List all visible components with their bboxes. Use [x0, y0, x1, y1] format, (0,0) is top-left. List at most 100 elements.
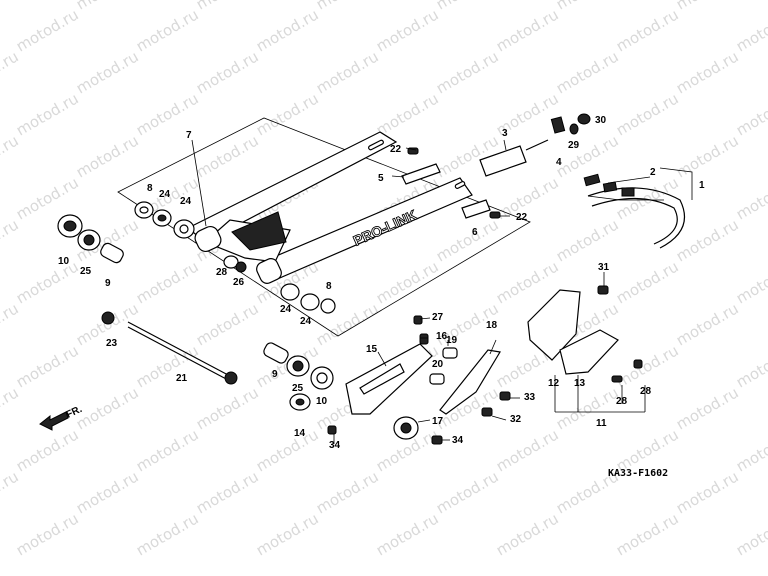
- watermark-text-3: motod.ru: [313, 0, 382, 13]
- callout-23: 23: [106, 338, 118, 349]
- watermark-text-75: motod.ru: [553, 383, 622, 433]
- callout-10b: 10: [316, 396, 328, 407]
- watermark-text-8: motod.ru: [133, 5, 202, 55]
- callout-9a: 9: [105, 278, 111, 289]
- watermark-text-71: motod.ru: [73, 383, 142, 433]
- callout-28b: 28: [616, 396, 628, 407]
- watermark-text-28: motod.ru: [0, 131, 22, 181]
- pivot-bolt: [101, 311, 238, 385]
- watermark-text-50: motod.ru: [133, 257, 202, 307]
- callout-labels: 1 2 3 4 5 6 7 8 8 9 9 10 10 11 12 13 14 …: [58, 115, 705, 451]
- callout-25b: 25: [292, 383, 304, 394]
- watermark-text-4: motod.ru: [433, 0, 502, 13]
- callout-24d: 24: [300, 316, 312, 327]
- watermark-text-20: motod.ru: [673, 47, 742, 97]
- watermark-text-54: motod.ru: [613, 257, 682, 307]
- callout-22a: 22: [390, 144, 402, 155]
- callout-12: 12: [548, 378, 560, 389]
- callout-18: 18: [486, 320, 498, 331]
- watermark-text-41: motod.ru: [733, 173, 768, 223]
- watermark-text-64: motod.ru: [133, 341, 202, 391]
- watermark-text-0: motod.ru: [0, 0, 22, 13]
- watermark-text-6: motod.ru: [673, 0, 742, 13]
- watermark-text-27: motod.ru: [733, 89, 768, 139]
- watermark-text-30: motod.ru: [193, 131, 262, 181]
- watermark-text-18: motod.ru: [433, 47, 502, 97]
- watermark-text-62: motod.ru: [673, 299, 742, 349]
- callout-31: 31: [598, 262, 610, 273]
- left-bearing-set: [57, 214, 124, 264]
- callout-21: 21: [176, 373, 188, 384]
- watermark-text-2: motod.ru: [193, 0, 262, 13]
- watermark-text-56: motod.ru: [0, 299, 22, 349]
- callout-34a: 34: [329, 440, 341, 451]
- callout-34b: 34: [452, 435, 464, 446]
- callout-11: 11: [596, 418, 607, 429]
- watermark-text-70: motod.ru: [0, 383, 22, 433]
- watermark-text-97: motod.ru: [733, 509, 768, 559]
- watermark-text-77: motod.ru: [13, 425, 82, 475]
- watermark-text-91: motod.ru: [13, 509, 82, 559]
- watermark-text-81: motod.ru: [493, 425, 562, 475]
- callout-1: 1: [699, 180, 705, 191]
- callout-8b: 8: [326, 281, 332, 292]
- diagram-code: KA33-F1602: [608, 468, 668, 479]
- callout-14: 14: [294, 428, 306, 439]
- watermark-text-24: motod.ru: [373, 89, 442, 139]
- callout-13: 13: [574, 378, 586, 389]
- watermark-text-94: motod.ru: [373, 509, 442, 559]
- watermark-text-21: motod.ru: [13, 89, 82, 139]
- callout-19: 19: [446, 335, 458, 346]
- callout-32: 32: [510, 414, 522, 425]
- watermark-text-12: motod.ru: [613, 5, 682, 55]
- callout-4: 4: [556, 157, 562, 168]
- watermark-text-52: motod.ru: [373, 257, 442, 307]
- watermark-text-55: motod.ru: [733, 257, 768, 307]
- watermark-text-93: motod.ru: [253, 509, 322, 559]
- watermark-text-47: motod.ru: [553, 215, 622, 265]
- callout-7: 7: [186, 130, 192, 141]
- callout-33: 33: [524, 392, 536, 403]
- watermark-text-33: motod.ru: [553, 131, 622, 181]
- watermark-text-68: motod.ru: [613, 341, 682, 391]
- callout-24a: 24: [159, 189, 171, 200]
- chain-adjuster: [479, 113, 591, 177]
- watermark-text-13: motod.ru: [733, 5, 768, 55]
- watermark-text-87: motod.ru: [313, 467, 382, 517]
- callout-26: 26: [233, 277, 245, 288]
- watermark-text-63: motod.ru: [13, 341, 82, 391]
- callout-20: 20: [432, 359, 444, 370]
- leader-lines: [191, 139, 693, 444]
- pivot-left-parts: [134, 201, 336, 314]
- callout-28c: 28: [640, 386, 652, 397]
- watermark-text-92: motod.ru: [133, 509, 202, 559]
- callout-9b: 9: [272, 369, 278, 380]
- callout-8a: 8: [147, 183, 153, 194]
- callout-15: 15: [366, 344, 378, 355]
- watermark-text-76: motod.ru: [673, 383, 742, 433]
- watermark-text-78: motod.ru: [133, 425, 202, 475]
- watermark-text-34: motod.ru: [673, 131, 742, 181]
- callout-10a: 10: [58, 256, 70, 267]
- watermark-text-58: motod.ru: [193, 299, 262, 349]
- watermark-text-46: motod.ru: [433, 215, 502, 265]
- watermark-text-72: motod.ru: [193, 383, 262, 433]
- fasteners: [327, 147, 643, 445]
- watermark-text-83: motod.ru: [733, 425, 768, 475]
- callout-25a: 25: [80, 266, 92, 277]
- watermark-text-1: motod.ru: [73, 0, 142, 13]
- callout-24c: 24: [280, 304, 292, 315]
- watermark-text-17: motod.ru: [313, 47, 382, 97]
- callout-17: 17: [432, 416, 444, 427]
- watermark-text-16: motod.ru: [193, 47, 262, 97]
- callout-24b: 24: [180, 196, 192, 207]
- watermark-text-90: motod.ru: [673, 467, 742, 517]
- watermark-text-7: motod.ru: [13, 5, 82, 55]
- watermark-text-96: motod.ru: [613, 509, 682, 559]
- watermark-text-86: motod.ru: [193, 467, 262, 517]
- watermark-text-49: motod.ru: [13, 257, 82, 307]
- watermark-text-85: motod.ru: [73, 467, 142, 517]
- pro-link-linkage: [345, 343, 501, 440]
- callout-2: 2: [650, 167, 656, 178]
